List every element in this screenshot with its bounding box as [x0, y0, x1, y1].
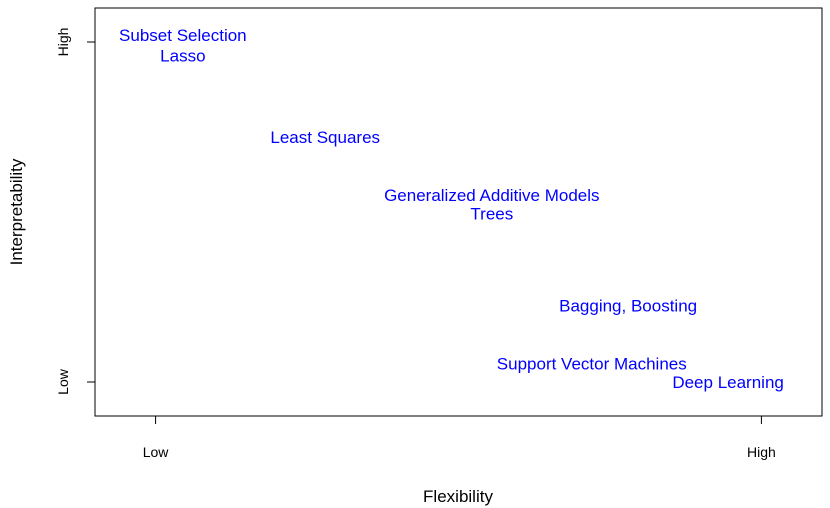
plot-frame: [94, 7, 823, 417]
x-tick-label: High: [747, 444, 776, 460]
method-label: Subset Selection: [119, 26, 247, 45]
method-label: Least Squares: [270, 128, 380, 147]
method-label: Generalized Additive Models: [384, 186, 599, 205]
method-label: Deep Learning: [672, 373, 784, 392]
method-label: Bagging, Boosting: [559, 297, 697, 316]
method-label: Support Vector Machines: [497, 354, 687, 373]
y-tick-label: High: [55, 28, 71, 57]
x-tick-label: Low: [143, 444, 170, 460]
y-tick-label: Low: [55, 368, 71, 395]
y-axis-label: Interpretability: [7, 158, 26, 265]
x-axis-label: Flexibility: [423, 487, 493, 506]
method-label: Trees: [470, 205, 513, 224]
method-label: Lasso: [160, 47, 205, 66]
